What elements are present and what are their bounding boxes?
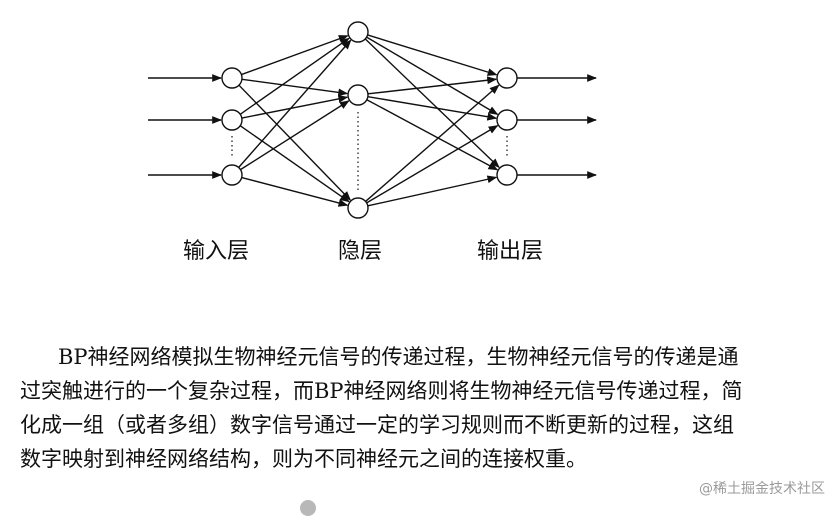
hidden-neuron	[347, 84, 369, 106]
hidden-output-connection	[364, 38, 500, 169]
input-layer-label: 输入层	[183, 239, 249, 264]
output-neuron	[496, 164, 518, 186]
bp-network-diagram: 输入层 隐层 输出层	[148, 21, 597, 264]
input-hidden-connection	[239, 125, 350, 203]
input-hidden-connection	[241, 95, 349, 119]
hidden-neuron	[347, 21, 369, 43]
input-hidden-connection	[240, 100, 350, 171]
hidden-output-connection	[367, 175, 498, 207]
description-paragraph: BP神经网络模拟生物神经元信号的传递过程，生物神经元信号的传递是通 过突触进行的…	[20, 340, 825, 476]
watermark: @稀土掘金技术社区	[699, 481, 825, 497]
output-neuron	[496, 109, 518, 131]
hidden-neuron	[347, 197, 369, 219]
output-neuron	[496, 67, 518, 89]
paragraph-line: 数字映射到神经网络结构，则为不同神经元之间的连接权重。	[20, 447, 587, 471]
paragraph-line: 化成一组（或者多组）数字信号通过一定的学习规则而不断更新的过程，这组	[20, 413, 734, 437]
scroll-indicator	[300, 500, 316, 516]
hidden-output-connection	[367, 76, 498, 95]
hidden-layer-label: 隐层	[338, 239, 382, 264]
hidden-output-connection	[366, 124, 499, 204]
hidden-output-connection	[366, 99, 499, 171]
ellipsis-dots	[231, 112, 508, 190]
input-hidden-connection	[238, 84, 352, 201]
connection-lines	[148, 34, 597, 207]
input-neuron	[221, 67, 243, 89]
hidden-output-connection	[367, 34, 498, 76]
input-hidden-connection	[238, 39, 352, 168]
paragraph-line: BP神经网络模拟生物神经元信号的传递过程，生物神经元信号的传递是通	[58, 345, 739, 369]
output-layer-label: 输出层	[477, 239, 543, 264]
input-neuron	[221, 109, 243, 131]
input-hidden-connection	[241, 78, 349, 97]
hidden-output-connection	[365, 84, 500, 202]
input-hidden-connection	[241, 176, 349, 207]
hidden-output-connection	[366, 36, 499, 116]
paragraph-line: 过突触进行的一个复杂过程，而BP神经网络则将生物神经元信号传递过程，简	[20, 379, 743, 403]
neuron-nodes	[221, 21, 518, 219]
input-hidden-connection	[241, 35, 349, 76]
input-neuron	[221, 164, 243, 186]
input-hidden-connection	[239, 37, 350, 115]
hidden-output-connection	[367, 95, 498, 121]
